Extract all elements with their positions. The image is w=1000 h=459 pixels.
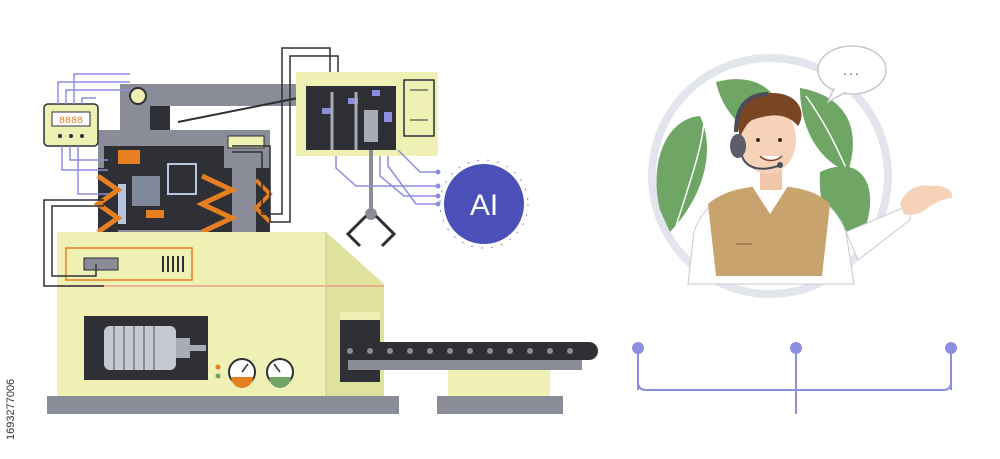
meter-display: 8888 xyxy=(59,116,83,127)
circuit-rail xyxy=(116,184,126,224)
conveyor-icon xyxy=(340,342,598,396)
agent-vest xyxy=(708,186,830,276)
conveyor-floor-base xyxy=(437,396,563,414)
connector-node xyxy=(945,342,957,354)
speech-bubble-text: ... xyxy=(843,62,861,78)
connector-diagram xyxy=(632,342,957,414)
beam-strut xyxy=(177,97,299,123)
circuit-module xyxy=(132,176,160,206)
stock-id-label: 1693277006 xyxy=(5,379,17,440)
ai-glow-ring xyxy=(439,159,529,249)
pulley-icon xyxy=(129,87,147,105)
gauge-icon xyxy=(228,358,256,388)
circuit-chip-small xyxy=(146,210,164,218)
circuit-module-outline xyxy=(167,163,197,195)
indicator-light xyxy=(215,364,221,370)
robotic-arm-controller xyxy=(296,72,438,156)
circuit-chip-orange xyxy=(118,150,140,164)
machine-floor-base xyxy=(47,396,399,414)
speech-bubble-icon: ... xyxy=(817,45,887,104)
connector-node xyxy=(790,342,802,354)
agent-hair xyxy=(738,93,802,138)
leaf-icon xyxy=(800,88,853,172)
ai-chip-icon: AI xyxy=(439,159,529,249)
connector-node xyxy=(632,342,644,354)
machine-top-beam xyxy=(120,84,298,106)
support-agent: ... xyxy=(648,45,953,298)
gauge-icon xyxy=(266,358,294,388)
ai-circle xyxy=(444,164,524,244)
outlet-lip xyxy=(340,312,380,320)
hazard-stripes-right xyxy=(196,168,238,235)
power-meter: 8888 xyxy=(43,103,99,147)
signal-dots xyxy=(435,169,441,207)
headset-icon xyxy=(730,92,783,170)
meter-data-lines xyxy=(57,73,130,195)
cables-left xyxy=(43,47,339,287)
machine-top-block xyxy=(150,106,170,132)
robotic-arm-icon xyxy=(345,150,397,248)
motor-icon xyxy=(104,326,206,370)
ai-data-lines xyxy=(335,149,438,205)
factory-machine: 8888 xyxy=(43,47,598,414)
agent-hand xyxy=(900,185,953,215)
leaf-icon xyxy=(656,116,708,232)
ai-label: AI xyxy=(470,189,498,222)
cabinet-label-plate xyxy=(227,135,265,149)
hazard-stripes-left xyxy=(93,168,123,235)
agent-eye xyxy=(778,138,782,142)
agent-eye xyxy=(756,138,760,142)
indicator-light xyxy=(215,373,221,379)
control-switch xyxy=(83,257,119,271)
vent-grill-icon xyxy=(162,256,184,272)
hazard-stripes-side xyxy=(253,168,273,232)
control-panel xyxy=(65,247,193,281)
agent-collar xyxy=(752,186,788,214)
agent-smile xyxy=(759,155,783,162)
